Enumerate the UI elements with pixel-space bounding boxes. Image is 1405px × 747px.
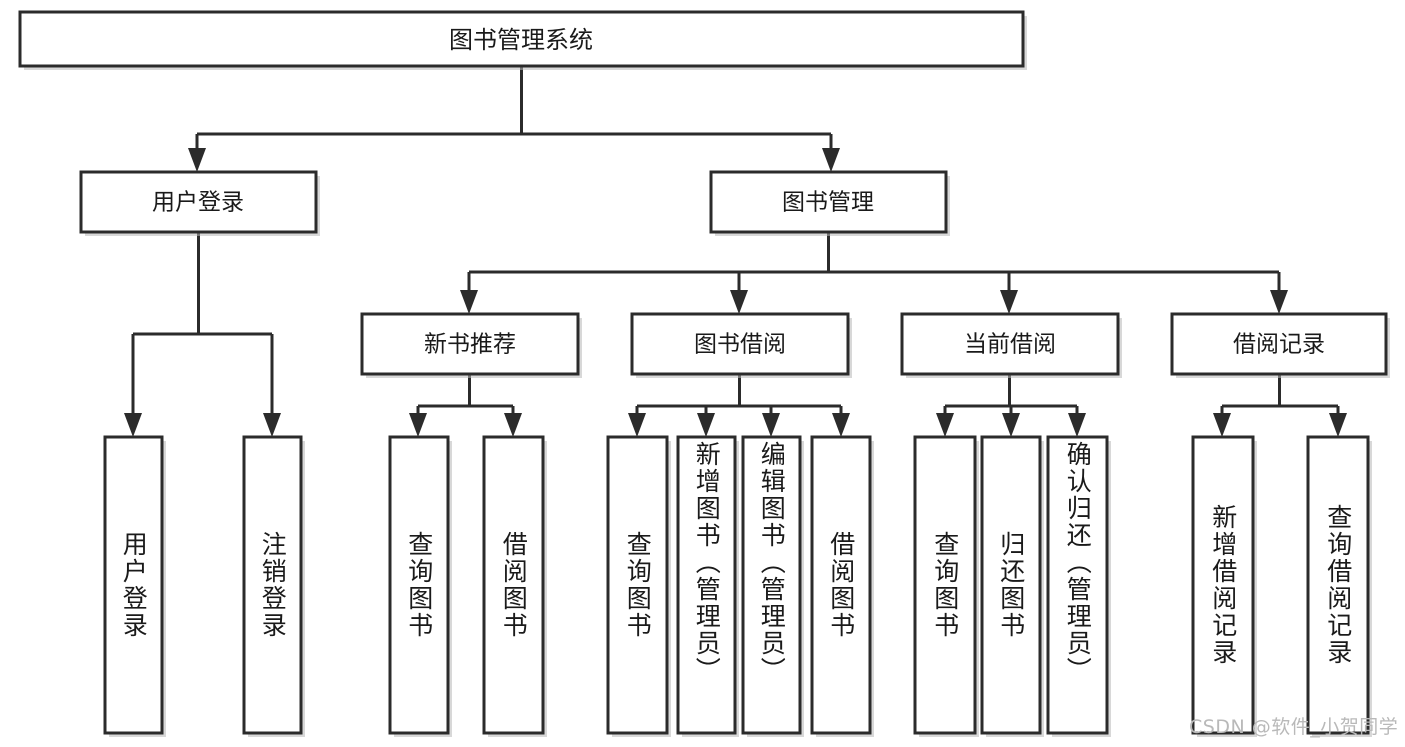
node-new-book-rec[interactable]: 新书推荐 xyxy=(360,312,582,378)
connectors-layer xyxy=(124,66,1347,437)
leaf-nodes-layer xyxy=(103,435,1372,737)
node-leaf-cb-return[interactable] xyxy=(980,435,1044,737)
arrow-to-leaf-cb-confirm xyxy=(1068,413,1086,437)
arrow-to-leaf-user-login xyxy=(124,413,142,437)
borrow-record-label: 借阅记录 xyxy=(1233,332,1325,358)
arrow-to-book-manage xyxy=(822,148,840,172)
leaf-bb-edit-box[interactable] xyxy=(741,435,802,735)
arrow-to-book-borrow xyxy=(730,290,748,314)
arrow-to-leaf-user-logout xyxy=(263,413,281,437)
arrow-to-leaf-bb-query xyxy=(628,413,646,437)
connector-root-bus xyxy=(195,66,833,160)
borrow-record-box[interactable] xyxy=(1170,312,1388,376)
node-user-login[interactable]: 用户登录 xyxy=(79,170,320,236)
arrow-to-leaf-cb-query xyxy=(936,413,954,437)
book-manage-box[interactable] xyxy=(709,170,948,234)
node-leaf-rec-query[interactable] xyxy=(388,435,452,737)
node-book-borrow[interactable]: 图书借阅 xyxy=(630,312,852,378)
node-leaf-bb-borrow[interactable] xyxy=(810,435,874,737)
leaf-cb-confirm-box[interactable] xyxy=(1046,435,1109,735)
arrow-to-user-login xyxy=(188,148,206,172)
leaf-br-add-box[interactable] xyxy=(1191,435,1255,735)
connector-new-book-rec-bus xyxy=(416,374,515,425)
node-leaf-bb-edit[interactable] xyxy=(741,435,804,737)
root-box[interactable] xyxy=(18,10,1025,68)
connector-book-borrow-bus xyxy=(635,374,843,425)
leaf-user-login-box[interactable] xyxy=(103,435,164,735)
node-root[interactable]: 图书管理系统 xyxy=(18,10,1027,70)
leaf-rec-borrow-box[interactable] xyxy=(482,435,545,735)
leaf-cb-return-box[interactable] xyxy=(980,435,1042,735)
leaf-rec-query-box[interactable] xyxy=(388,435,450,735)
leaf-cb-query-box[interactable] xyxy=(913,435,977,735)
leaf-bb-add-box[interactable] xyxy=(676,435,737,735)
book-borrow-box[interactable] xyxy=(630,312,850,376)
node-borrow-record[interactable]: 借阅记录 xyxy=(1170,312,1390,378)
arrow-to-leaf-bb-edit xyxy=(762,413,780,437)
arrow-to-leaf-bb-add xyxy=(697,413,715,437)
leaf-user-logout-box[interactable] xyxy=(242,435,303,735)
user-login-label: 用户登录 xyxy=(152,190,244,216)
node-leaf-br-query[interactable] xyxy=(1306,435,1372,737)
arrow-to-borrow-record xyxy=(1270,290,1288,314)
leaf-bb-borrow-box[interactable] xyxy=(810,435,872,735)
user-login-box[interactable] xyxy=(79,170,318,234)
new-book-rec-label: 新书推荐 xyxy=(424,332,516,358)
arrow-to-leaf-rec-query xyxy=(409,413,427,437)
arrow-to-leaf-rec-borrow xyxy=(504,413,522,437)
root-label: 图书管理系统 xyxy=(449,26,593,54)
connector-user-login-bus xyxy=(131,232,274,425)
leaf-bb-query-box[interactable] xyxy=(606,435,669,735)
leaf-br-query-box[interactable] xyxy=(1306,435,1370,735)
arrow-to-new-book-rec xyxy=(460,290,478,314)
watermark-text: CSDN @软件_小贺同学 xyxy=(1189,716,1399,738)
arrow-to-leaf-br-add xyxy=(1213,413,1231,437)
connector-book-manage-bus xyxy=(467,232,1281,302)
node-leaf-cb-query[interactable] xyxy=(913,435,979,737)
book-manage-label: 图书管理 xyxy=(782,190,874,216)
current-borrow-box[interactable] xyxy=(900,312,1120,376)
node-leaf-cb-confirm[interactable] xyxy=(1046,435,1111,737)
node-book-manage[interactable]: 图书管理 xyxy=(709,170,950,236)
node-leaf-user-logout[interactable] xyxy=(242,435,305,737)
book-borrow-label: 图书借阅 xyxy=(694,332,786,358)
arrow-to-leaf-cb-return xyxy=(1002,413,1020,437)
node-leaf-bb-add[interactable] xyxy=(676,435,739,737)
arrow-to-leaf-bb-borrow xyxy=(832,413,850,437)
arrow-to-current-borrow xyxy=(1000,290,1018,314)
node-leaf-br-add[interactable] xyxy=(1191,435,1257,737)
arrow-to-leaf-br-query xyxy=(1329,413,1347,437)
current-borrow-label: 当前借阅 xyxy=(964,332,1056,358)
node-leaf-rec-borrow[interactable] xyxy=(482,435,547,737)
connector-borrow-record-bus xyxy=(1220,374,1340,425)
node-leaf-bb-query[interactable] xyxy=(606,435,671,737)
new-book-rec-box[interactable] xyxy=(360,312,580,376)
node-leaf-user-login[interactable] xyxy=(103,435,166,737)
node-current-borrow[interactable]: 当前借阅 xyxy=(900,312,1122,378)
